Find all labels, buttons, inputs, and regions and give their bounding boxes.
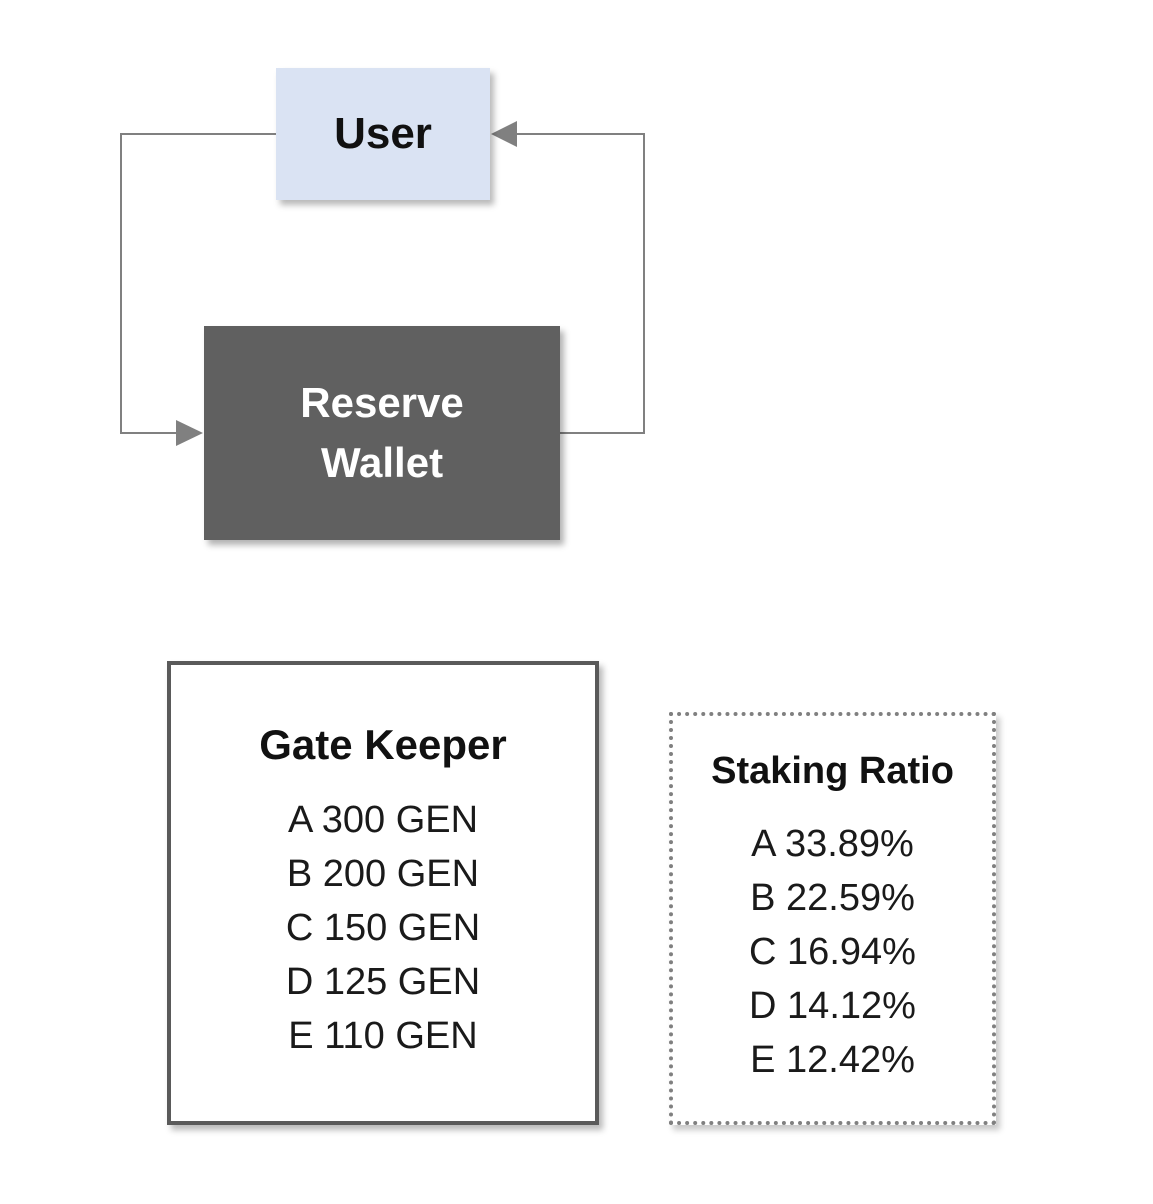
- user-node: User: [276, 68, 490, 200]
- gate-keeper-box: Gate Keeper A 300 GEN B 200 GEN C 150 GE…: [167, 661, 599, 1125]
- arrowhead-user-icon: [491, 121, 517, 147]
- arrowhead-reserve-icon: [176, 420, 203, 446]
- gate-keeper-item: B 200 GEN: [286, 853, 480, 895]
- reserve-wallet-label-line-2: Wallet: [320, 439, 444, 486]
- staking-ratio-item: B 22.59%: [750, 877, 915, 919]
- staking-ratio-item: C 16.94%: [749, 931, 916, 973]
- staking-ratio-item: E 12.42%: [750, 1039, 915, 1081]
- gate-keeper-item: E 110 GEN: [288, 1015, 478, 1057]
- gate-keeper-title: Gate Keeper: [259, 721, 507, 768]
- reserve-wallet-node: Reserve Wallet: [204, 326, 560, 540]
- staking-ratio-title: Staking Ratio: [711, 750, 954, 792]
- gate-keeper-item: A 300 GEN: [287, 799, 479, 841]
- staking-ratio-box: Staking Ratio A 33.89% B 22.59% C 16.94%…: [669, 712, 996, 1125]
- staking-ratio-list: A 33.89% B 22.59% C 16.94% D 14.12% E 12…: [749, 817, 916, 1087]
- staking-ratio-item: D 14.12%: [749, 985, 916, 1027]
- user-label: User: [334, 109, 432, 158]
- gate-keeper-list: A 300 GEN B 200 GEN C 150 GEN D 125 GEN …: [286, 793, 480, 1063]
- gate-keeper-item: C 150 GEN: [285, 907, 481, 949]
- gate-keeper-item: D 125 GEN: [285, 961, 481, 1003]
- staking-ratio-item: A 33.89%: [751, 823, 914, 865]
- reserve-wallet-label-line-1: Reserve: [300, 379, 464, 426]
